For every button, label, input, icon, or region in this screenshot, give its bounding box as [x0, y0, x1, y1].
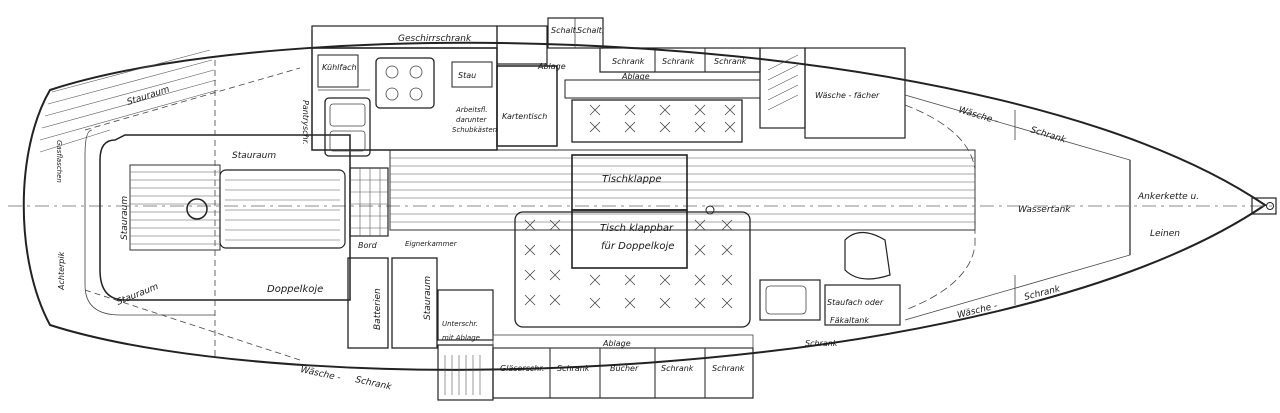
- label-ablage-bottom: Ablage: [602, 339, 631, 348]
- label-arbeitsfl: Arbeitsfl.: [455, 106, 488, 114]
- label-stauraum-mid: Stauraum: [423, 276, 433, 320]
- top-lockers: [564, 47, 906, 143]
- label-ankerkette: Ankerkette u.: [1137, 192, 1199, 202]
- label-glaeserschr: Gläserschr.: [500, 364, 544, 373]
- label-ablage-upper: Ablage: [621, 72, 650, 81]
- label-mit-ablage: mit Ablage: [442, 334, 480, 342]
- label-staufach: Staufach oder: [827, 298, 884, 307]
- head-compartment: [759, 231, 901, 326]
- label-eignerkammer: Eignerkammer: [405, 240, 458, 248]
- label-schrank-mid-bottom: Schrank: [805, 339, 838, 348]
- label-achterpik: Achterpik: [57, 251, 66, 291]
- label-darunter: darunter: [456, 116, 488, 124]
- label-leinen: Leinen: [1150, 229, 1180, 239]
- label-schrank-aft-bottom: Schrank: [354, 375, 393, 393]
- label-batterien: Batterien: [373, 288, 383, 330]
- label-schrank-bottom-3: Schrank: [712, 364, 745, 373]
- label-schalt-1: Schalt.: [551, 26, 578, 35]
- bottom-lockers: [492, 334, 754, 399]
- label-faekaltank: Fäkaltank: [830, 316, 869, 325]
- label-gasflaschen: Gasflaschen: [55, 140, 63, 183]
- label-stauraum-vertical: Stauraum: [120, 196, 130, 240]
- label-stauraum-bottom: Stauraum: [115, 282, 160, 308]
- cabin-floor: [389, 149, 976, 231]
- companionway-steps: [349, 167, 389, 237]
- label-schrank-top-1: Schrank: [612, 57, 645, 66]
- label-tischklappe: Tischklappe: [602, 174, 661, 185]
- label-waesche-aft-bottom: Wäsche -: [299, 365, 341, 383]
- label-unterschr: Unterschr.: [442, 320, 478, 328]
- label-waesche-top: Wäsche -: [957, 105, 999, 127]
- aft-stowage-lines: [84, 60, 301, 361]
- label-waesche-fwd-bottom: Wäsche -: [956, 301, 998, 321]
- label-pantryschr: Pantryschr.: [301, 100, 310, 145]
- label-schrank-top-2: Schrank: [662, 57, 695, 66]
- hull-outline: [22, 41, 1267, 371]
- label-schalt-2: Schalt.: [577, 26, 604, 35]
- forward-cabin: [904, 94, 1131, 321]
- label-bord: Bord: [358, 241, 378, 250]
- bow-fitting: [1251, 197, 1277, 215]
- label-schrank-bottom-1: Schrank: [557, 364, 590, 373]
- transom-hatching: [39, 49, 219, 153]
- label-stauraum-left: Stauraum: [232, 151, 276, 161]
- label-kartentisch: Kartentisch: [502, 112, 547, 121]
- label-buecher: Bücher: [610, 364, 639, 373]
- label-schrank-fwd-top: Schrank: [1029, 125, 1068, 145]
- label-ablage-top: Ablage: [537, 62, 566, 71]
- label-stau-top: Stau: [458, 71, 476, 80]
- steering-pedestal: [186, 198, 208, 220]
- galley-block: [311, 25, 498, 157]
- aft-double-berth: [219, 169, 346, 249]
- label-schubkaesten: Schubkästen: [452, 126, 497, 134]
- label-fuer-doppelkoje: für Doppelkoje: [601, 241, 674, 252]
- nav-station: [496, 17, 604, 147]
- label-kuehlfach: Kühlfach: [322, 63, 357, 72]
- salon-table: [514, 154, 751, 328]
- label-waesche-faecher: Wäsche - fächer: [815, 91, 880, 100]
- lower-cabin: [347, 257, 494, 401]
- cockpit: [84, 129, 351, 316]
- label-wassertank: Wassertank: [1018, 205, 1071, 215]
- label-schrank-bottom-2: Schrank: [661, 364, 694, 373]
- label-tisch-klappbar: Tisch klappbar: [600, 223, 674, 234]
- label-doppelkoje: Doppelkoje: [267, 284, 323, 295]
- label-geschirrschrank: Geschirrschrank: [398, 34, 472, 44]
- label-schrank-top-3: Schrank: [714, 57, 747, 66]
